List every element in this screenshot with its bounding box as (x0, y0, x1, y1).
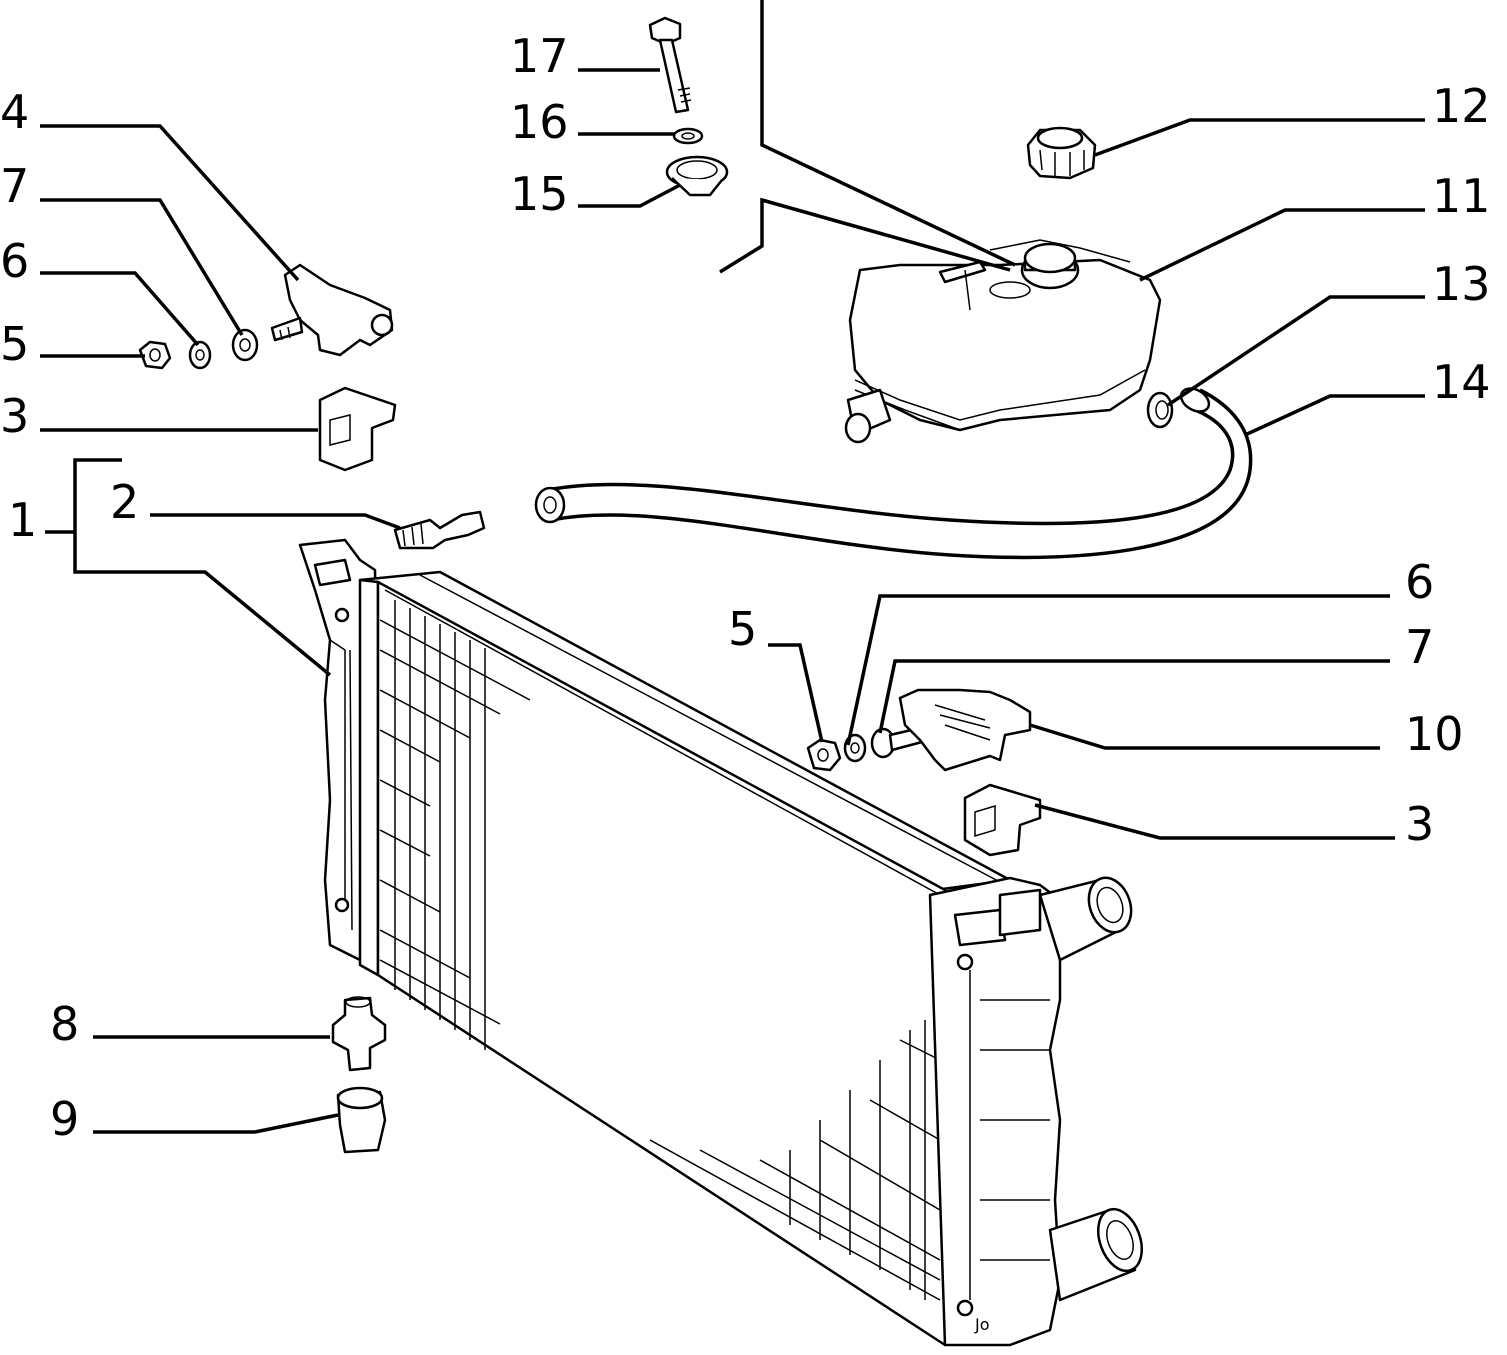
bracket-4 (270, 263, 394, 357)
leader-12 (1094, 118, 1425, 157)
callout-3-right: 3 (1405, 797, 1434, 851)
hose-clip (1146, 391, 1174, 429)
radiator-marking: Jo (974, 1315, 990, 1334)
rubber-pad-3-left (318, 386, 397, 472)
callout-9: 9 (50, 1092, 79, 1146)
callout-8: 8 (50, 997, 79, 1051)
leader-5-right (768, 643, 824, 743)
callout-6-right: 6 (1405, 555, 1434, 609)
filler-cap (1026, 126, 1097, 180)
callout-14: 14 (1432, 355, 1491, 409)
leader-14 (1244, 394, 1425, 437)
callout-labels: 17 16 15 4 7 6 5 3 1 2 8 9 12 11 13 14 6… (0, 29, 1491, 1146)
callout-17: 17 (510, 29, 569, 83)
leader-10 (1029, 723, 1380, 750)
leader-lines (40, 0, 1425, 1134)
nut-5-left (138, 340, 172, 370)
callout-4: 4 (0, 85, 29, 139)
leader-2 (150, 513, 401, 530)
callout-10: 10 (1405, 707, 1464, 761)
lock-washer-6-left (188, 340, 212, 370)
vent-screw-2 (393, 510, 486, 550)
callout-7-left: 7 (0, 159, 29, 213)
callout-5-right: 5 (728, 602, 757, 656)
leader-tank-bolt (719, 197, 1011, 274)
leader-6-left (40, 271, 200, 347)
drain-plug-8 (331, 996, 387, 1072)
expansion-tank (844, 239, 1162, 444)
callout-7-right: 7 (1405, 620, 1434, 674)
overflow-hose (534, 387, 1253, 560)
leader-top-vertical (760, 0, 1016, 267)
callout-16: 16 (510, 95, 569, 149)
washer-16 (672, 127, 704, 145)
nut-5-right (806, 738, 842, 772)
leader-15 (578, 183, 681, 208)
leader-1 (73, 458, 332, 677)
callout-11: 11 (1432, 169, 1491, 223)
leader-6-right (846, 594, 1390, 746)
leader-9 (93, 1113, 339, 1134)
callout-5-left: 5 (0, 317, 29, 371)
bolt-17 (648, 16, 692, 114)
callout-12: 12 (1432, 79, 1491, 133)
callout-1: 1 (8, 493, 37, 547)
leader-4 (40, 124, 300, 282)
grommet-15 (665, 155, 729, 197)
washer-7-left (231, 328, 259, 362)
callout-2: 2 (110, 475, 139, 529)
radiator-core-mesh (379, 600, 941, 1301)
bracket-10 (898, 688, 1032, 772)
callout-6-left: 6 (0, 234, 29, 288)
leader-7-right (878, 659, 1390, 734)
leader-7-left (40, 198, 244, 336)
grommet-9 (336, 1086, 387, 1154)
leader-3-right (1034, 803, 1395, 840)
callout-13: 13 (1432, 257, 1491, 311)
radiator: Jo (298, 538, 1143, 1347)
leader-13 (1167, 295, 1425, 407)
callout-15: 15 (510, 167, 569, 221)
callout-3-left: 3 (0, 389, 29, 443)
leader-11 (1139, 208, 1425, 282)
rubber-pad-3-right (963, 783, 1042, 857)
